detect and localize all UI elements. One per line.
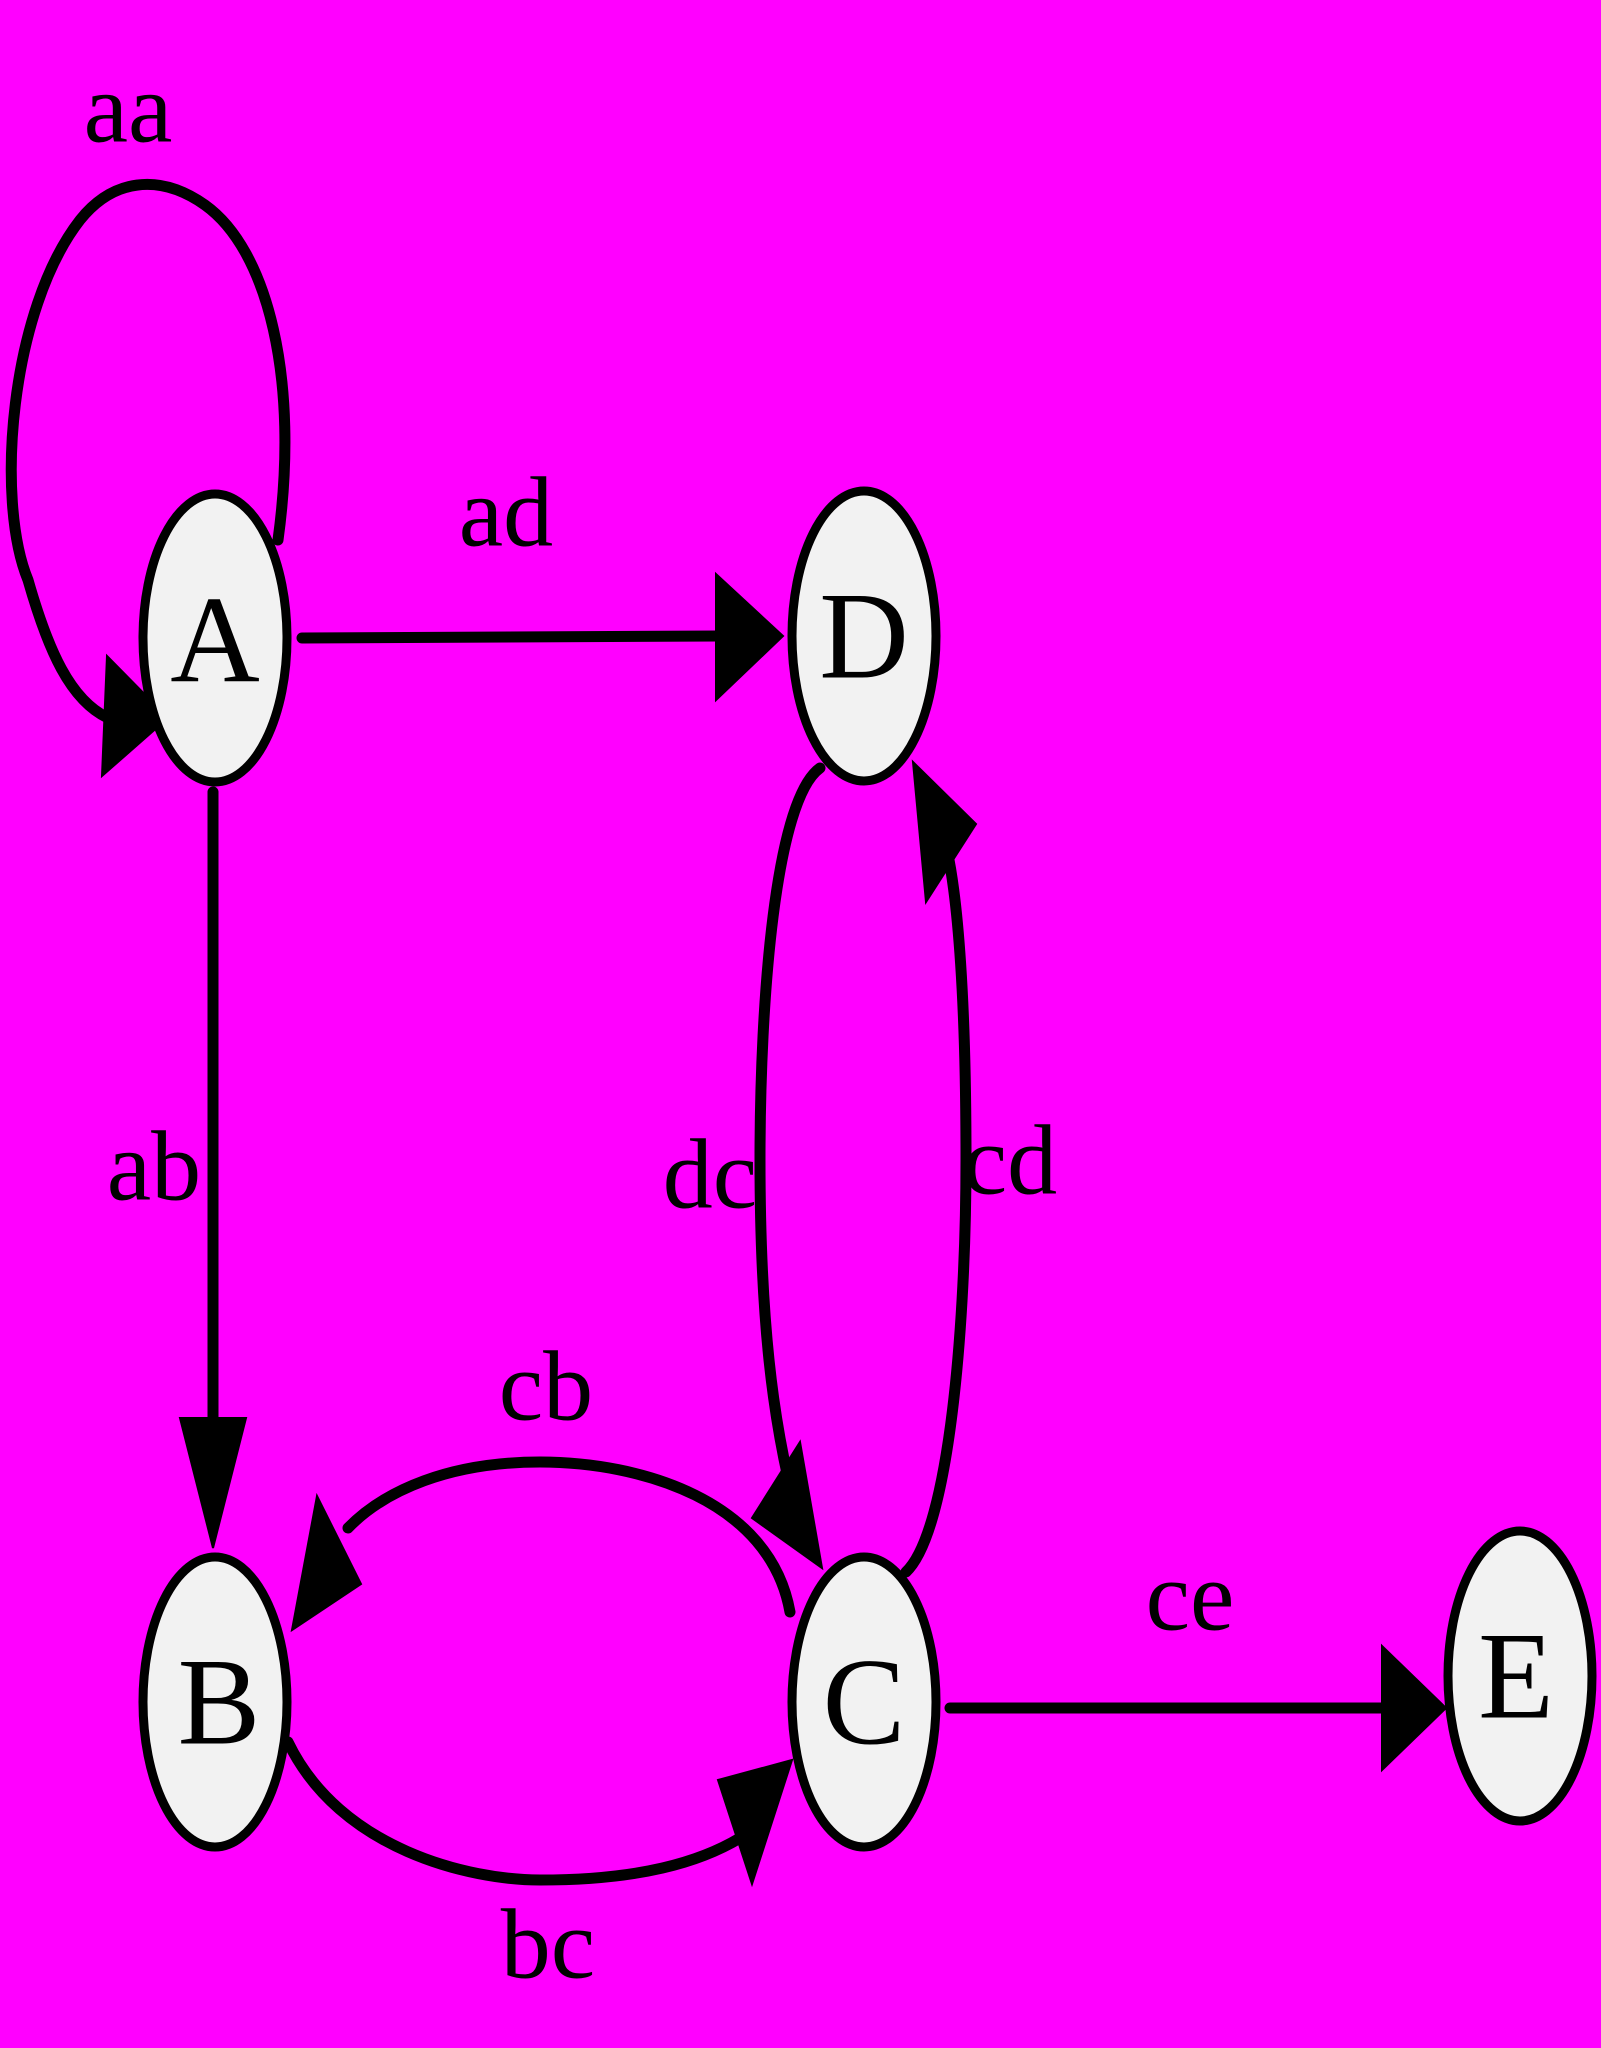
node-b-shape	[138, 1552, 292, 1852]
edge-cb-line	[342, 1456, 796, 1618]
edge-ad-line	[296, 630, 726, 644]
edge-cd-label: cd	[963, 1105, 1057, 1216]
edge-dc-label: dc	[663, 1119, 757, 1230]
edge-ce: ce	[944, 1541, 1448, 1773]
edge-ad-arrowhead	[715, 571, 785, 703]
node-b: B	[138, 1552, 292, 1852]
edge-cd-line	[900, 844, 972, 1578]
edge-dc: dc	[663, 762, 826, 1571]
edge-bc-label: bc	[501, 1889, 595, 2000]
edge-ab-label: ab	[107, 1111, 201, 1222]
edge-ad-label: ad	[459, 457, 553, 568]
edge-cb-label: cb	[499, 1331, 593, 1442]
node-a-label: A	[170, 572, 260, 709]
edge-aa-line	[5, 179, 291, 724]
node-d-shape	[787, 486, 941, 786]
edge-bc-line	[282, 1736, 746, 1886]
edge-ab-arrowhead	[178, 1417, 248, 1549]
edge-cb-arrowhead	[290, 1492, 363, 1633]
edge-ce-label: ce	[1146, 1541, 1235, 1652]
node-e-label: E	[1478, 1608, 1554, 1745]
edge-aa-label: aa	[84, 53, 173, 164]
node-d: D	[787, 486, 941, 786]
node-a: A	[138, 489, 292, 787]
edge-cd-arrowhead	[911, 759, 978, 905]
edge-ce-arrowhead	[1381, 1643, 1448, 1773]
node-b-label: B	[178, 1634, 261, 1771]
node-c-shape	[787, 1552, 941, 1852]
edge-bc-arrowhead	[716, 1758, 794, 1888]
edge-cb: cb	[290, 1331, 796, 1633]
node-c: C	[787, 1552, 941, 1852]
node-e-shape	[1443, 1526, 1597, 1826]
node-e: E	[1443, 1526, 1597, 1826]
edge-ad: ad	[296, 457, 785, 703]
node-a-shape	[138, 489, 292, 787]
edge-ab: ab	[107, 786, 248, 1549]
edge-aa: aa	[5, 53, 291, 779]
edge-dc-arrowhead	[750, 1439, 824, 1571]
edge-bc: bc	[282, 1736, 794, 2000]
edge-dc-line	[754, 762, 826, 1484]
node-c-label: C	[823, 1634, 906, 1771]
edge-aa-arrowhead	[100, 653, 170, 779]
node-d-label: D	[819, 568, 909, 705]
edge-cd: cd	[900, 759, 1057, 1578]
